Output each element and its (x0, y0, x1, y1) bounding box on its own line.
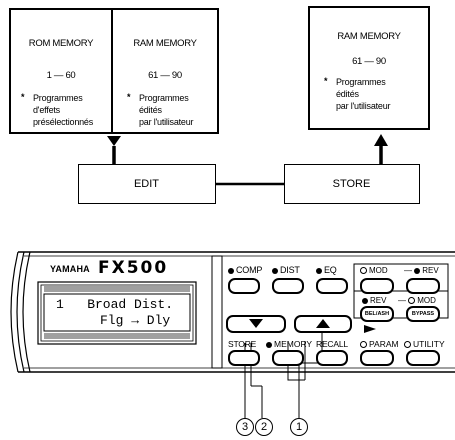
comp-button[interactable] (228, 278, 260, 294)
rev-top-led-icon (414, 267, 421, 274)
rev-bottom-led-icon (362, 297, 368, 304)
ram-memory-box: RAM MEMORY 61 — 90 * Programmes édités p… (111, 8, 219, 134)
mod-bottom-label: — MOD (398, 296, 436, 305)
ram-memory-range: 61 — 90 (148, 70, 182, 81)
rom-memory-title: ROM MEMORY (28, 38, 94, 49)
rom-desc-line-2: d'effets (33, 105, 60, 115)
mod-bottom-led-icon (408, 297, 416, 305)
callout-1: 1 (290, 418, 308, 436)
store-label: STORE (332, 178, 371, 190)
memory-btn-label: MEMORY (266, 339, 312, 349)
ram-right-range: 61 — 90 (352, 56, 386, 67)
cursor-up-button[interactable] (294, 315, 352, 333)
rom-memory-range: 1 — 60 (46, 70, 76, 81)
lcd-line-2: Flg → Dly (100, 313, 171, 328)
callout-3: 3 (236, 418, 254, 436)
triangle-down-icon (249, 319, 263, 328)
comp-label: COMP (228, 265, 262, 275)
ram-memory-box-right: RAM MEMORY 61 — 90 * Programmes édités p… (308, 6, 430, 130)
store-btn-label: STORE (228, 339, 257, 349)
utility-btn-label: UTILITY (404, 339, 445, 349)
rom-bullet: * (21, 92, 25, 102)
dist-label: DIST (272, 265, 300, 275)
mod-top-led-icon (360, 267, 367, 275)
param-btn-label: PARAM (360, 339, 399, 349)
store-button[interactable] (228, 350, 260, 366)
param-marker-icon (364, 325, 376, 333)
ram-desc-line-1: Programmes (139, 93, 189, 103)
ram-desc-line-3: par l'utilisateur (139, 117, 194, 127)
lcd-line-1: 1 Broad Dist. (56, 297, 174, 312)
mod-rev-button[interactable] (360, 278, 394, 294)
rev-button[interactable] (406, 278, 440, 294)
rom-memory-box: ROM MEMORY 1 — 60 * Programmes d'effets … (9, 8, 113, 134)
memory-led-icon (266, 341, 272, 348)
brand-logo: YAMAHA (50, 264, 90, 274)
comp-led-icon (228, 267, 234, 274)
edit-label: EDIT (133, 178, 160, 190)
rev-top-label: — REV (404, 266, 439, 275)
ram-memory-title: RAM MEMORY (133, 38, 197, 49)
recall-btn-label: RECALL (316, 339, 348, 349)
utility-led-icon (404, 341, 411, 349)
rom-desc-line-1: Programmes (33, 93, 83, 103)
bypass-label: BYPASS (411, 311, 435, 317)
memory-button[interactable] (272, 350, 304, 366)
recall-button[interactable] (316, 350, 348, 366)
cursor-down-button[interactable] (226, 315, 286, 333)
param-led-icon (360, 341, 367, 349)
eq-button[interactable] (316, 278, 348, 294)
param-button[interactable] (360, 350, 394, 366)
ram-desc-line-2: édités (139, 105, 162, 115)
rev-bottom-label: REV (362, 296, 386, 305)
ram-bullet: * (127, 92, 131, 102)
eq-led-icon (316, 267, 322, 274)
eq-label: EQ (316, 265, 337, 275)
callout-2: 2 (255, 418, 273, 436)
ram-right-bullet: * (324, 76, 328, 86)
utility-button[interactable] (406, 350, 440, 366)
mod-top-label: MOD (360, 266, 388, 275)
bypass-button[interactable]: BYPASS (406, 306, 440, 322)
rom-desc-line-3: présélectionnés (33, 117, 94, 127)
dist-button[interactable] (272, 278, 304, 294)
ram-right-desc-line-3: par l'utilisateur (336, 101, 391, 111)
dist-led-icon (272, 267, 278, 274)
ram-right-title: RAM MEMORY (337, 31, 401, 42)
ram-right-desc-line-1: Programmes (336, 77, 386, 87)
ram-right-desc-line-2: édités (336, 89, 359, 99)
bel-ash-button[interactable]: BEL/ASH (360, 306, 394, 322)
model-logo: FX500 (98, 258, 169, 278)
store-box: STORE (284, 164, 420, 204)
bel-ash-label: BEL/ASH (364, 311, 390, 317)
edit-box: EDIT (78, 164, 216, 204)
triangle-up-icon (316, 319, 330, 328)
